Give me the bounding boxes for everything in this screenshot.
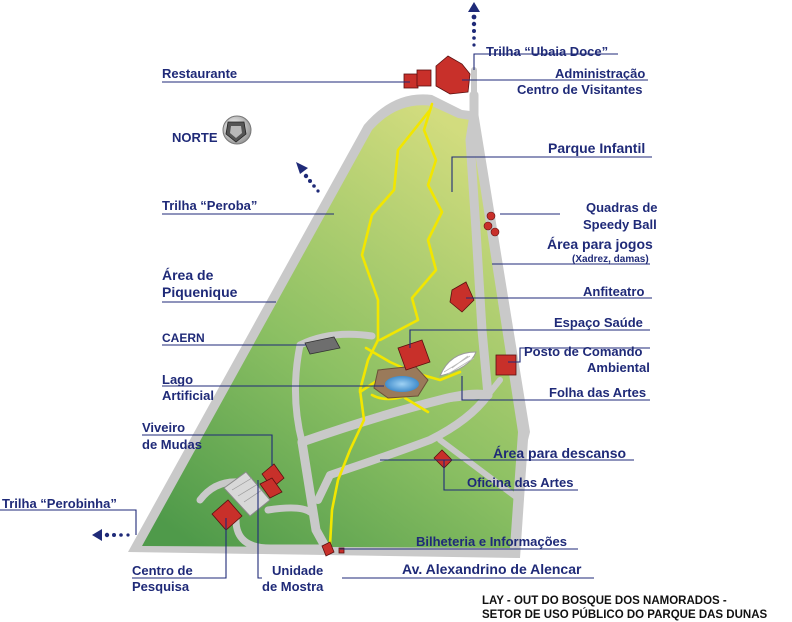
label-area-piquenique-2: Piquenique — [162, 284, 238, 300]
label-area-jogos-sub: (Xadrez, damas) — [572, 254, 649, 265]
folha-das-artes-building — [439, 351, 477, 377]
label-area-descanso: Área para descanso — [493, 445, 627, 461]
label-centro-pesquisa-1: Centro de — [132, 563, 193, 578]
restaurante-building — [403, 73, 419, 89]
label-parque-infantil: Parque Infantil — [548, 140, 646, 156]
compass-icon — [222, 115, 252, 145]
leader-lines — [0, 53, 652, 579]
quadras-courts — [483, 211, 500, 237]
label-posto-comando-1: Posto de Comando — [524, 344, 643, 359]
label-trilha-ubaia: Trilha “Ubaia Doce” — [486, 44, 609, 59]
label-espaco-saude: Espaço Saúde — [554, 315, 643, 330]
label-viveiro-1: Viveiro — [142, 420, 186, 435]
label-quadras-2: Speedy Ball — [583, 217, 657, 232]
label-unidade-mostra-1: Unidade — [272, 563, 324, 578]
label-anfiteatro: Anfiteatro — [583, 284, 645, 299]
label-area-piquenique-1: Área de — [162, 267, 214, 283]
administracao-building — [435, 55, 471, 95]
map-title-line-2: SETOR DE USO PÚBLICO DO PARQUE DAS DUNAS — [482, 609, 768, 621]
label-oficina-artes: Oficina das Artes — [467, 475, 574, 490]
label-folha-artes: Folha das Artes — [549, 385, 647, 400]
bilheteria-building — [321, 541, 335, 557]
bilheteria-kiosk — [338, 547, 345, 554]
viveiro-annex — [259, 477, 283, 499]
caern-building — [304, 336, 341, 355]
label-lago-2: Artificial — [162, 388, 215, 403]
label-bilheteria: Bilheteria e Informações — [416, 534, 567, 549]
label-trilha-peroba: Trilha “Peroba” — [162, 198, 258, 213]
label-trilha-perobinha: Trilha “Perobinha” — [2, 496, 117, 511]
label-centro-pesquisa-2: Pesquisa — [132, 579, 190, 594]
buildings — [211, 55, 517, 557]
arrow-peroba-icon — [296, 162, 320, 193]
label-quadras-1: Quadras de — [586, 200, 658, 215]
label-caern: CAERN — [162, 331, 205, 345]
label-posto-comando-2: Ambiental — [587, 360, 650, 375]
restaurante-annex — [416, 69, 432, 87]
anfiteatro-building — [449, 281, 475, 313]
label-compass-norte: NORTE — [172, 130, 218, 145]
label-restaurante: Restaurante — [162, 66, 238, 81]
map-title-line-1: LAY - OUT DO BOSQUE DOS NAMORADOS - — [482, 595, 727, 607]
arrow-perobinha-icon — [92, 529, 130, 541]
posto-comando-building — [495, 354, 517, 376]
label-lago-1: Lago — [162, 372, 194, 387]
label-centro-visitantes: Centro de Visitantes — [517, 82, 643, 97]
trail-arrows — [92, 2, 480, 541]
label-area-jogos: Área para jogos — [547, 236, 653, 252]
label-viveiro-2: de Mudas — [142, 437, 202, 452]
centro-pesquisa-building — [211, 499, 243, 531]
arrow-ubaia-icon — [468, 2, 480, 47]
label-avenida: Av. Alexandrino de Alencar — [402, 561, 582, 577]
espaco-saude-building — [397, 339, 431, 371]
label-administracao: Administração — [555, 66, 646, 81]
artificial-lake — [373, 365, 429, 399]
label-unidade-mostra-2: de Mostra — [262, 579, 324, 594]
